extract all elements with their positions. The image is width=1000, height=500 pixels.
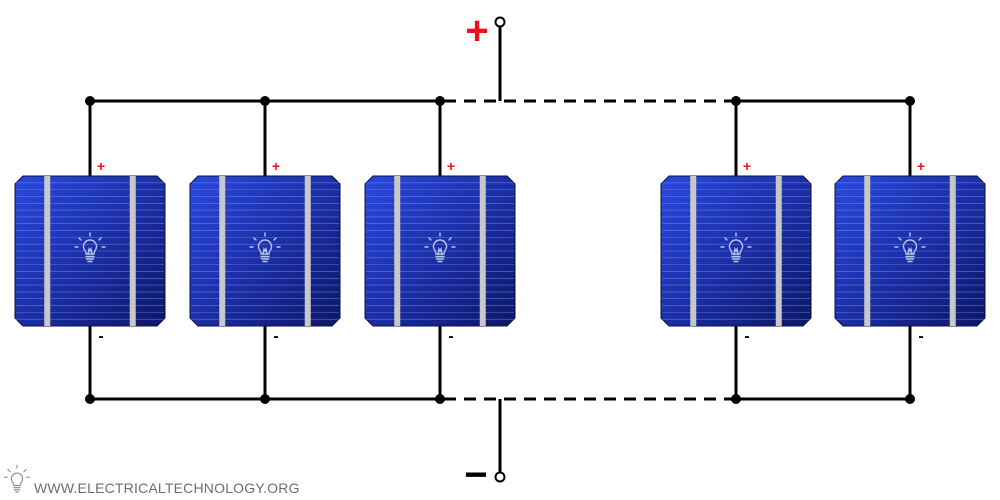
negative-terminal-symbol: − xyxy=(464,453,487,497)
panel-minus-label: - xyxy=(273,328,278,345)
solar-panel: +- xyxy=(189,101,341,399)
busbar xyxy=(864,176,871,326)
solar-panel: +- xyxy=(834,101,986,399)
panel-minus-label: - xyxy=(918,328,923,345)
watermark-text: WWW.ELECTRICALTECHNOLOGY.ORG xyxy=(34,480,300,496)
panel-plus-label: + xyxy=(743,158,751,174)
lightbulb-icon xyxy=(3,464,31,493)
watermark: WWW.ELECTRICALTECHNOLOGY.ORG xyxy=(3,463,300,497)
busbar xyxy=(690,176,697,326)
negative-terminal xyxy=(494,471,506,483)
panel-plus-label: + xyxy=(97,158,105,174)
panel-plus-label: + xyxy=(272,158,280,174)
panel-minus-label: - xyxy=(448,328,453,345)
busbar xyxy=(479,176,486,326)
panel-plus-label: + xyxy=(447,158,455,174)
panel-minus-label: - xyxy=(744,328,749,345)
panel-plus-label: + xyxy=(917,158,925,174)
busbar xyxy=(394,176,401,326)
busbar xyxy=(775,176,782,326)
wiring xyxy=(85,25,915,473)
busbar xyxy=(44,176,51,326)
solar-panel: +- xyxy=(364,101,516,399)
panel-minus-label: - xyxy=(98,328,103,345)
terminals: +− xyxy=(464,9,506,497)
busbar xyxy=(219,176,226,326)
solar-panel: +- xyxy=(660,101,812,399)
solar-panels: +-+-+-+-+- xyxy=(14,101,986,399)
positive-terminal-symbol: + xyxy=(465,9,488,53)
solar-panel: +- xyxy=(14,101,166,399)
busbar xyxy=(129,176,136,326)
positive-terminal xyxy=(494,16,506,28)
busbar xyxy=(304,176,311,326)
busbar xyxy=(949,176,956,326)
